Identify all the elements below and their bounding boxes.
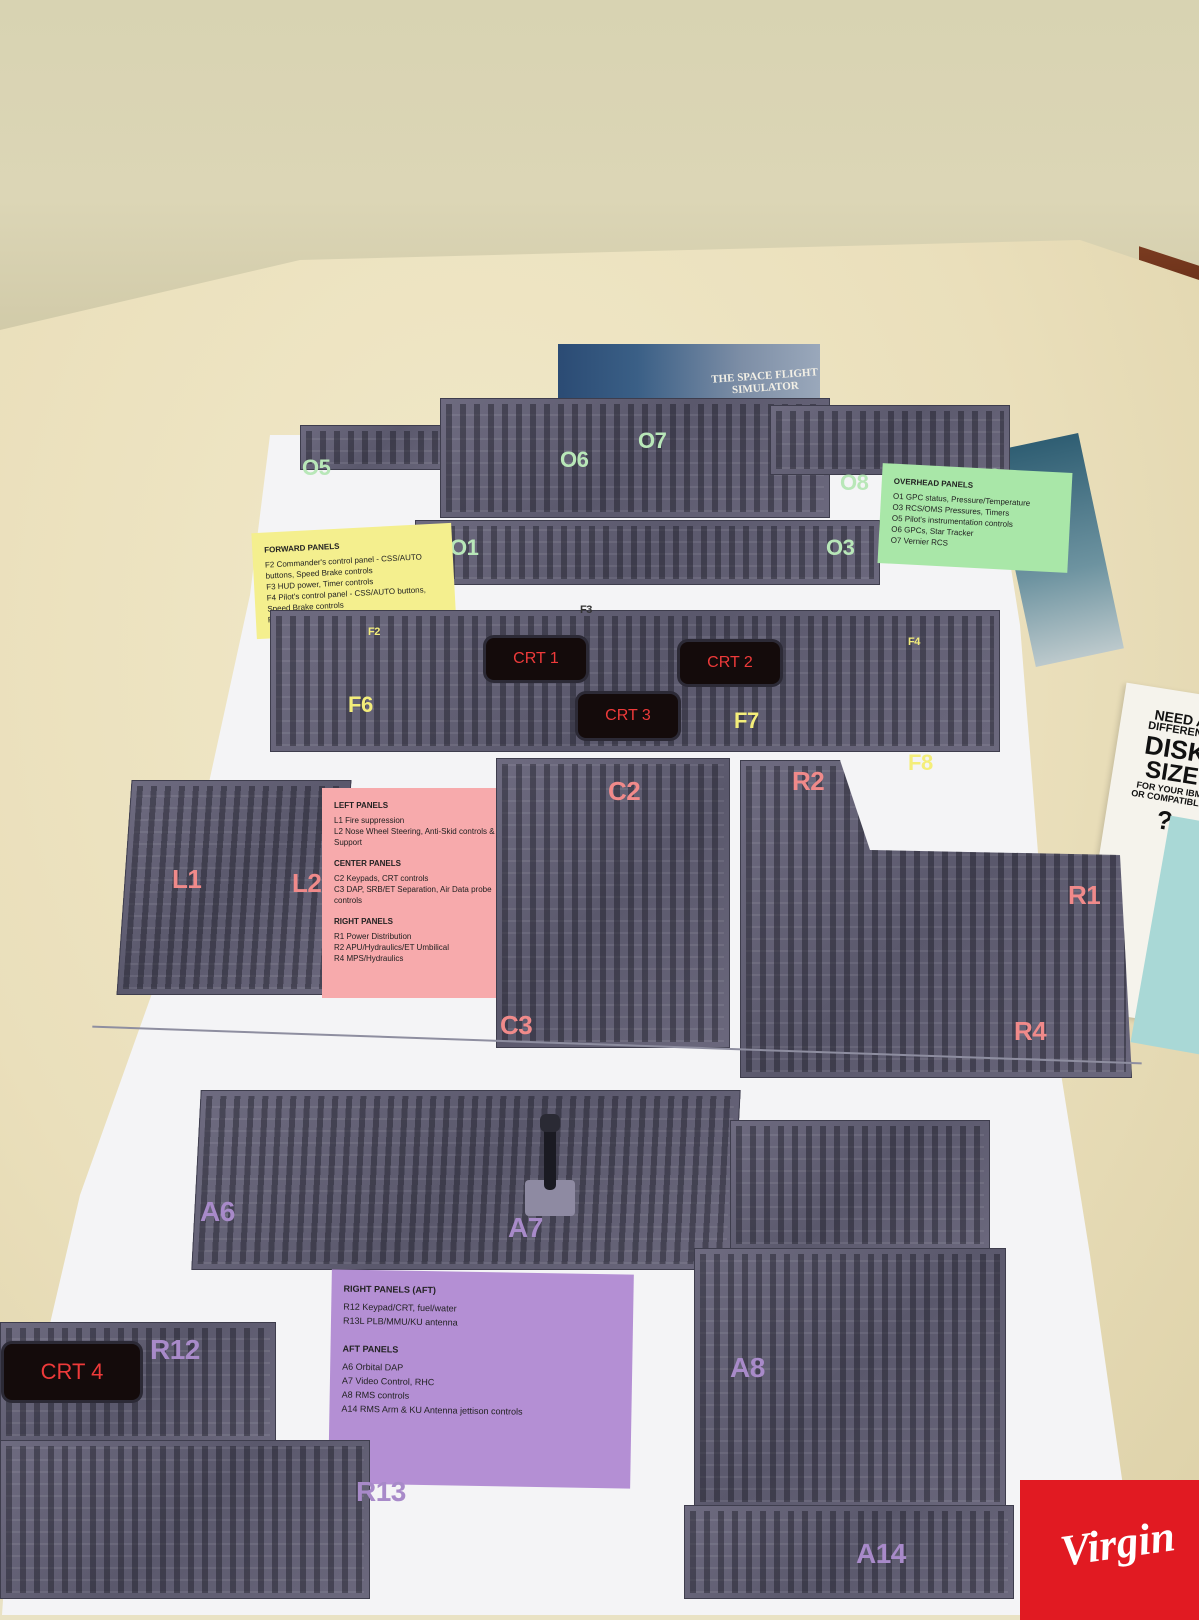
left-row: L1 Fire suppression	[334, 816, 405, 825]
label-r2: R2	[792, 766, 825, 796]
center-panels-heading: CENTER PANELS	[334, 859, 401, 868]
label-f4: F4	[908, 636, 920, 648]
left-row: L2 Nose Wheel Steering, Anti-Skid contro…	[334, 827, 510, 847]
label-a6: A6	[200, 1196, 235, 1227]
panel-aft-right	[730, 1120, 990, 1250]
virgin-logo: Virgin	[1020, 1480, 1199, 1620]
label-f2: F2	[368, 626, 380, 638]
label-o3: O3	[826, 535, 855, 560]
label-o8: O8	[840, 470, 869, 495]
joystick-icon	[520, 1110, 580, 1220]
panel-c2-c3	[496, 758, 730, 1048]
label-l1: L1	[172, 864, 202, 894]
crt-4-display: CRT 4	[4, 1344, 140, 1400]
right-row: R1 Power Distribution	[334, 932, 412, 941]
virgin-logo-text: Virgin	[1057, 1511, 1178, 1576]
label-c2: C2	[608, 776, 641, 806]
label-r12: R12	[150, 1334, 200, 1365]
label-o7: O7	[638, 428, 667, 453]
aft-panels-heading: AFT PANELS	[342, 1343, 399, 1355]
label-l2: L2	[292, 868, 322, 898]
aft-panels-note: RIGHT PANELS (AFT) R12 Keypad/CRT, fuel/…	[328, 1269, 634, 1489]
panel-o1-o3	[415, 520, 880, 585]
panel-o5	[300, 425, 460, 470]
crt-4-label: CRT 4	[40, 1359, 104, 1384]
label-a14: A14	[856, 1538, 906, 1569]
panel-o6-o7-o8	[440, 398, 830, 518]
crt-2-label: CRT 2	[707, 654, 753, 671]
label-r13: R13	[356, 1476, 406, 1507]
crt-1-display: CRT 1	[486, 638, 586, 680]
panel-o9	[770, 405, 1010, 475]
crt-3-label: CRT 3	[605, 707, 651, 724]
crt-2-display: CRT 2	[680, 642, 780, 684]
label-f8: F8	[908, 750, 933, 775]
right-row: R2 APU/Hydraulics/ET Umbilical	[334, 943, 449, 952]
crt-3-display: CRT 3	[578, 694, 678, 738]
left-panels-heading: LEFT PANELS	[334, 801, 389, 810]
panel-a14	[684, 1505, 1014, 1599]
label-r4: R4	[1014, 1016, 1047, 1046]
label-f3: F3	[580, 604, 592, 616]
center-row: C3 DAP, SRB/ET Separation, Air Data prob…	[334, 885, 492, 905]
panel-a8	[694, 1248, 1006, 1508]
label-r1: R1	[1068, 880, 1101, 910]
crt-1-label: CRT 1	[513, 650, 559, 667]
right-panels-heading: RIGHT PANELS	[334, 917, 393, 926]
label-o6: O6	[560, 447, 589, 472]
label-f7: F7	[734, 708, 759, 733]
label-f6: F6	[348, 692, 373, 717]
right-aft-heading: RIGHT PANELS (AFT)	[343, 1283, 436, 1296]
label-c3: C3	[500, 1010, 533, 1040]
panel-r13	[0, 1440, 370, 1599]
overhead-panels-note: OVERHEAD PANELS O1 GPC status, Pressure/…	[877, 463, 1073, 573]
panel-a6-a7	[191, 1090, 741, 1270]
label-a8: A8	[730, 1352, 765, 1383]
label-o1: O1	[450, 535, 479, 560]
label-o5: O5	[302, 455, 331, 480]
center-row: C2 Keypads, CRT controls	[334, 874, 429, 883]
right-row: R4 MPS/Hydraulics	[334, 954, 404, 963]
label-a7: A7	[508, 1212, 543, 1243]
